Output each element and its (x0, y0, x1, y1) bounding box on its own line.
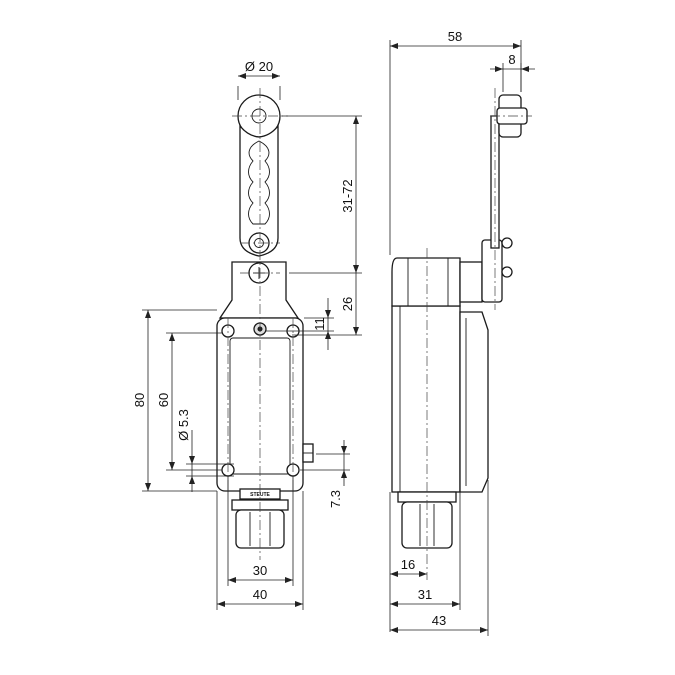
front-lever-arm (239, 124, 279, 257)
side-housing (391, 305, 461, 493)
front-lever-slot (248, 140, 270, 225)
dim-pivot-to-head: 26 (340, 297, 355, 311)
dim-body-height: 80 (132, 393, 147, 407)
side-shaft (459, 261, 483, 303)
dim-roller-width: 8 (508, 52, 515, 67)
side-actuator-head (391, 257, 461, 307)
side-cover (459, 311, 489, 493)
dim-screw-offset: 11 (312, 317, 327, 331)
dim-gland-offset: 7.3 (328, 490, 343, 508)
dim-mount-spacing-vertical: 60 (156, 393, 171, 407)
side-dimensions: 58 8 16 31 43 (389, 29, 535, 636)
dim-body-depth: 31 (418, 587, 432, 602)
dim-body-width: 40 (253, 587, 267, 602)
dim-lever-length: 31-72 (340, 179, 355, 212)
front-brand-label: STEUTE (250, 492, 270, 498)
side-hub-screw-upper (501, 237, 513, 249)
dim-total-depth: 58 (448, 29, 462, 44)
dim-gland-center: 16 (401, 557, 415, 572)
dim-roller-diameter: Ø 20 (245, 59, 273, 74)
side-view (391, 88, 532, 580)
side-hub-screw-lower (501, 266, 513, 278)
front-dimensions: Ø 20 31-72 26 11 80 60 (132, 59, 362, 610)
dim-depth-with-cover: 43 (432, 613, 446, 628)
dim-hole-diameter: Ø 5.3 (176, 409, 191, 441)
side-lever-hub (481, 239, 503, 303)
dim-mount-spacing-horizontal: 30 (253, 563, 267, 578)
front-view: STEUTE (216, 88, 314, 560)
